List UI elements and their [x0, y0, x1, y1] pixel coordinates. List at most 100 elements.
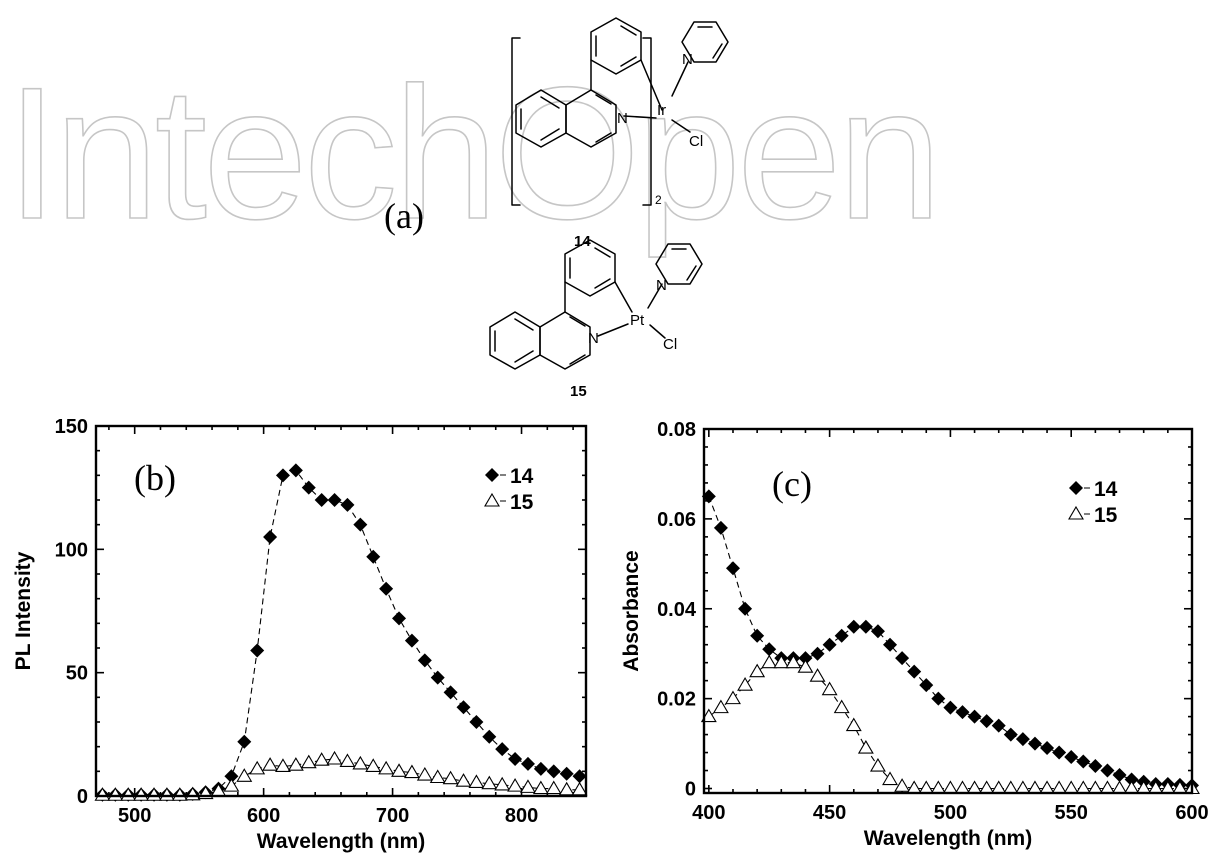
- series-14-point: [288, 463, 303, 478]
- series-15-point: [223, 778, 240, 792]
- series-14-point: [392, 611, 407, 626]
- series-15-point: [120, 787, 137, 801]
- benzo-ring-14: [515, 89, 567, 148]
- y-tick-label: 0.06: [657, 509, 696, 531]
- x-tick-label: 700: [376, 805, 409, 827]
- series-14-point: [725, 561, 740, 576]
- series-15-point: [339, 753, 356, 768]
- legend-label-15: 15: [510, 491, 534, 514]
- right-bracket: [642, 37, 652, 206]
- series-15-point: [797, 659, 814, 673]
- x-tick-label: 500: [934, 802, 967, 824]
- series-14-point: [340, 497, 355, 512]
- series-14-point: [762, 642, 777, 657]
- series-14-point: [508, 752, 523, 766]
- series-14-point: [895, 651, 910, 666]
- series-15-point: [700, 708, 717, 723]
- series-14-point: [810, 646, 825, 661]
- series-15-point: [365, 758, 382, 772]
- atom-n-15: N: [588, 330, 599, 347]
- series-15-point: [171, 787, 188, 801]
- y-axis-title: Absorbance: [620, 550, 643, 671]
- series-14-point: [991, 718, 1006, 733]
- series-15-point: [429, 769, 446, 784]
- phenyl-ring-14: [590, 17, 642, 75]
- series-14-point: [456, 700, 471, 715]
- halide-cl-14: Cl: [689, 133, 703, 150]
- series-14: [701, 489, 1199, 793]
- series-15-point: [275, 758, 291, 772]
- y-tick-label: 0.02: [657, 689, 696, 711]
- series-15-point: [545, 780, 562, 795]
- series-15-point: [326, 750, 343, 765]
- series-14-point: [1076, 754, 1091, 769]
- series-15-point: [520, 779, 536, 793]
- series-15-point: [1063, 780, 1080, 795]
- series-15-point: [1027, 780, 1043, 795]
- series-14-point: [224, 769, 239, 784]
- series-14-point: [495, 742, 510, 757]
- series-15-point: [262, 757, 279, 771]
- series-15-point: [494, 776, 511, 791]
- benzo-ring-15: [489, 311, 541, 370]
- series-15-point: [107, 787, 124, 801]
- series-15-point: [416, 766, 433, 781]
- series-15-point: [990, 780, 1007, 795]
- series-15-point: [869, 757, 886, 772]
- series-15-point: [1014, 780, 1031, 795]
- series-14-point: [919, 678, 934, 693]
- series-14-point: [907, 664, 922, 679]
- y-tick-label: 50: [66, 663, 88, 685]
- series-14-point: [846, 619, 861, 634]
- series-14-point: [379, 581, 394, 596]
- series-15-point: [978, 780, 995, 795]
- series-15-point: [833, 699, 850, 714]
- series-15-point: [558, 781, 575, 796]
- series-15-point: [809, 668, 826, 682]
- series-14-point: [430, 670, 445, 685]
- series-14-point: [366, 549, 381, 564]
- x-tick-label: 550: [1055, 802, 1088, 824]
- watermark-text: IntechOpen: [6, 48, 938, 258]
- series-15-point: [378, 760, 395, 775]
- atom-n-pyridine-14: N: [682, 51, 693, 68]
- y-tick-label: 0.04: [657, 599, 697, 621]
- y-tick-label: 100: [55, 539, 88, 561]
- series-15-point: [507, 778, 524, 792]
- series-14-point: [713, 520, 728, 535]
- series-15-point: [352, 755, 369, 770]
- series-14-point: [469, 715, 484, 729]
- series-14-point: [559, 766, 574, 781]
- series-15-point: [857, 739, 874, 754]
- series-14-point: [443, 685, 458, 700]
- series-14-point: [353, 517, 368, 532]
- plot-frame: [94, 424, 588, 798]
- series-15-point: [785, 654, 802, 669]
- series-14-point: [931, 691, 946, 706]
- series-14-point: [482, 729, 497, 744]
- series-14-line: [102, 469, 580, 796]
- series-14-point: [1015, 732, 1030, 747]
- series-14-point: [798, 651, 813, 666]
- series-14-point: [1052, 745, 1067, 760]
- panel-label: (b): [134, 458, 176, 498]
- series-14-point: [738, 601, 753, 616]
- series-14-point: [858, 619, 873, 634]
- series-14-point: [1064, 750, 1079, 765]
- series-14-point: [834, 628, 849, 643]
- legend-marker-15: [1068, 505, 1084, 520]
- series-15-point: [236, 768, 253, 782]
- series-15-point: [249, 760, 266, 775]
- series-15-point: [930, 780, 947, 795]
- series-15-point: [313, 752, 330, 766]
- series-15-point: [442, 770, 459, 785]
- x-tick-label: 400: [692, 802, 725, 824]
- series-14-point: [1112, 768, 1127, 783]
- metal-ir-label: Ir: [657, 102, 666, 119]
- x-axis-title: Wavelength (nm): [864, 827, 1032, 850]
- series-15-point: [1075, 780, 1092, 795]
- series-15-point: [918, 780, 935, 795]
- structure-15: N N Pt Cl 15: [489, 239, 703, 400]
- x-tick-label: 800: [505, 805, 538, 827]
